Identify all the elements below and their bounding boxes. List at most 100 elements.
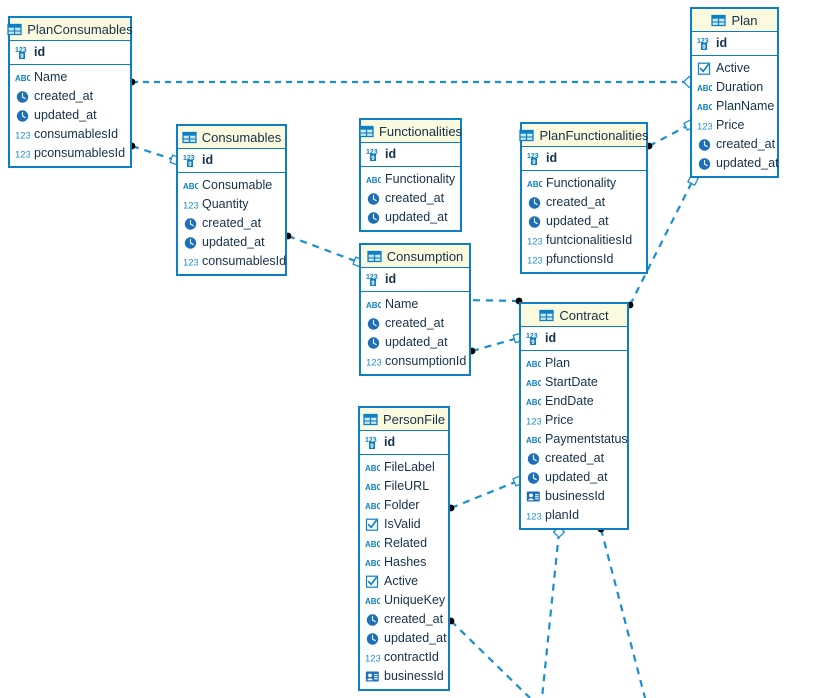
column-row[interactable]: updated_at [15,106,130,125]
svg-text:9: 9 [702,45,706,51]
svg-text:ABC: ABC [697,84,712,93]
clock-datetime-icon [183,216,198,231]
column-row[interactable]: updated_at [183,233,285,252]
relationship-contract-to-offscreen-right[interactable] [597,525,647,698]
entity-header[interactable]: Consumption [361,245,469,268]
relationship-consumables-to-consumption[interactable] [284,232,364,268]
abc-text-icon: ABC [365,536,380,551]
column-row[interactable]: updated_at [527,212,646,231]
entity-header[interactable]: Contract [521,304,627,327]
column-row[interactable]: updated_at [526,468,627,487]
entity-header[interactable]: Functionalities [359,120,462,143]
column-label: Folder [384,498,420,512]
column-row[interactable]: created_at [527,193,646,212]
relationship-planfunctionalities-to-plan[interactable] [645,118,696,150]
column-row[interactable]: updated_at [366,208,460,227]
entity-header[interactable]: PlanFunctionalities [519,124,649,147]
relationship-consumption-to-contract[interactable] [468,332,524,355]
abc-text-icon: ABC [365,593,380,608]
column-row[interactable]: updated_at [365,629,448,648]
column-row[interactable]: created_at [15,87,130,106]
relationship-planconsumables-to-consumables[interactable] [128,142,181,166]
column-row[interactable]: created_at [366,314,469,333]
column-row[interactable]: businessId [365,667,448,686]
column-row[interactable]: created_at [526,449,627,468]
column-row[interactable]: created_at [697,135,777,154]
column-row[interactable]: IsValid [365,515,448,534]
entity-header[interactable]: Consumables [178,126,285,149]
entity-title: PersonFile [382,411,446,427]
column-row[interactable]: ABC UniqueKey [365,591,448,610]
entity-header[interactable]: Plan [692,9,777,32]
column-row[interactable]: created_at [366,189,460,208]
relationship-contract-to-offscreen-left[interactable] [540,525,566,698]
column-row[interactable]: businessId [526,487,627,506]
connector-line [131,144,176,162]
column-row[interactable]: updated_at [366,333,469,352]
column-row[interactable]: Active [697,59,777,78]
column-label: created_at [385,191,445,205]
connector-line [450,620,531,698]
entity-header[interactable]: PlanConsumables [7,18,133,41]
relationship-personfile-to-offscreen[interactable] [447,617,531,698]
column-label: UniqueKey [384,593,446,607]
relationship-personfile-to-contract[interactable] [447,475,524,512]
column-label: Price [716,118,745,132]
relationship-planconsumables-to-plan[interactable] [128,75,696,89]
column-row[interactable]: updated_at [697,154,779,173]
column-row[interactable]: created_at [183,214,285,233]
entity-header[interactable]: PersonFile [360,408,448,431]
column-row[interactable]: created_at [365,610,448,629]
column-row[interactable]: Active [365,572,448,591]
column-label: updated_at [202,235,265,249]
svg-text:123: 123 [526,512,541,523]
